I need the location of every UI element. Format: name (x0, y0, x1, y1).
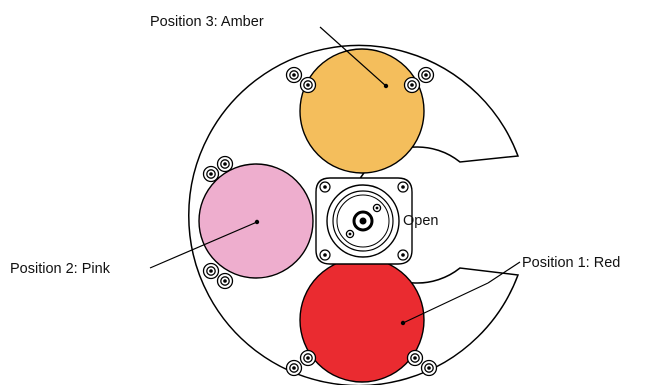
amber-leader-dot (383, 83, 389, 89)
red-leader-dot (400, 320, 406, 326)
open-label: Open (403, 213, 438, 229)
center-hub (315, 177, 413, 265)
red-filter (299, 257, 425, 383)
amber-label: Position 3: Amber (150, 14, 264, 30)
pink-leader-dot (254, 219, 260, 225)
amber-filter (299, 48, 425, 174)
red-leader-line (402, 282, 489, 324)
red-label: Position 1: Red (522, 255, 620, 271)
pink-label: Position 2: Pink (10, 261, 111, 277)
pink-leader-line (149, 221, 258, 269)
red-leader-line-b (487, 261, 521, 284)
amber-leader-line (319, 26, 387, 87)
